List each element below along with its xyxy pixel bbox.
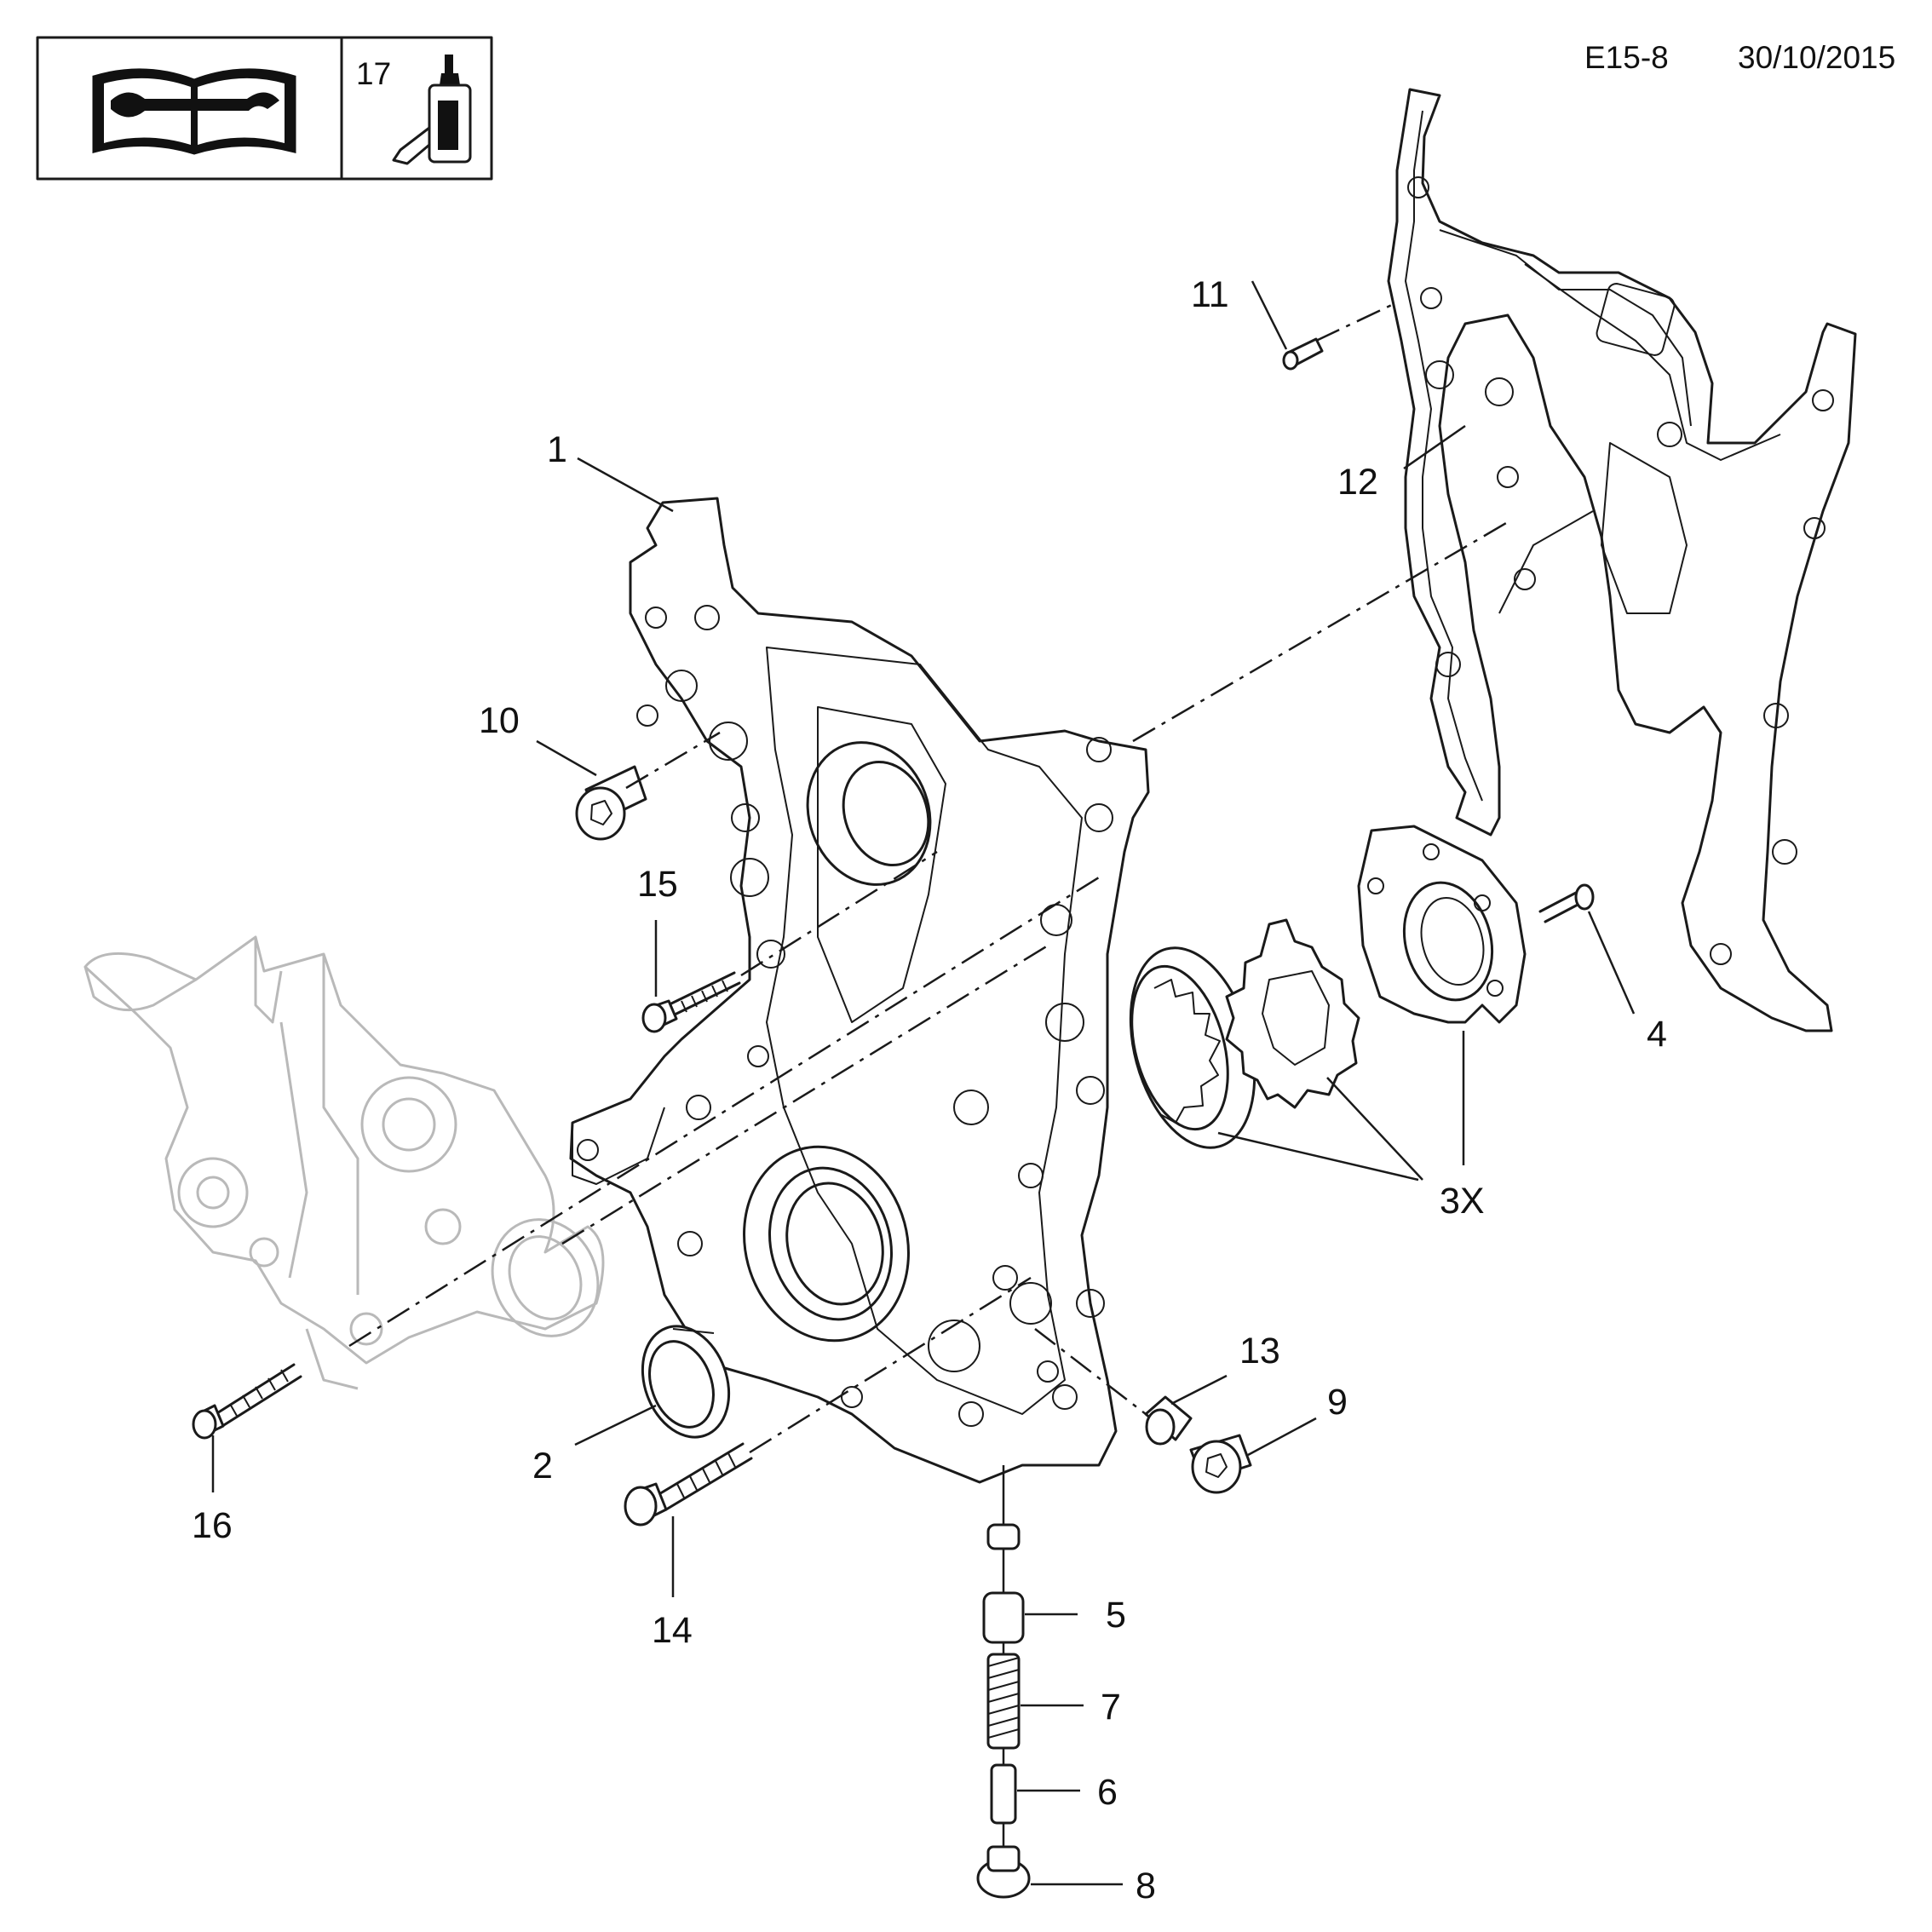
callout-12: 12 [1337, 462, 1378, 503]
reference-code: E15-8 [1584, 40, 1669, 75]
callout-7: 7 [1101, 1687, 1121, 1728]
timing-cover-housing [569, 497, 1150, 1484]
diagram-date: 30/10/2015 [1738, 40, 1895, 75]
callout-9: 9 [1327, 1382, 1348, 1423]
callout-10: 10 [479, 700, 520, 741]
pin-6 [990, 1763, 1017, 1825]
bolt-14 [624, 1442, 753, 1527]
ghost-water-pump-housing [83, 935, 605, 1390]
sealant-bottle-icon [392, 55, 472, 165]
timing-cover-gasket [1387, 88, 1857, 1032]
repair-manual-wrench-icon [92, 68, 296, 155]
spring-7 [986, 1653, 1021, 1750]
callout-4: 4 [1647, 1014, 1667, 1055]
callout-5: 5 [1106, 1595, 1126, 1636]
oil-pump-outer-rotor [1129, 946, 1256, 1149]
callout-labels: 1 2 3X 4 5 6 7 8 9 10 11 12 13 14 15 16 [192, 274, 1667, 1906]
callout-15: 15 [637, 864, 678, 905]
callout-14: 14 [652, 1610, 693, 1651]
callout-3x: 3X [1440, 1181, 1485, 1222]
callout-6: 6 [1097, 1772, 1118, 1813]
callout-11: 11 [1191, 274, 1229, 315]
crankshaft-seal-2 [641, 1325, 731, 1439]
relief-valve-stack [976, 1486, 1031, 1899]
plug-8 [976, 1845, 1031, 1899]
bolt-15 [641, 971, 741, 1033]
callout-16: 16 [192, 1505, 233, 1546]
oil-pump-cover [1357, 825, 1527, 1024]
note-number-17: 17 [356, 56, 391, 91]
dowel-pin-11 [1282, 337, 1324, 371]
piston-5 [982, 1591, 1025, 1644]
bolt-4 [1538, 883, 1595, 923]
callout-1: 1 [547, 429, 567, 470]
callout-leaders [211, 280, 1636, 1886]
callout-8: 8 [1136, 1866, 1156, 1906]
callout-13: 13 [1239, 1331, 1280, 1371]
bolt-16 [192, 1363, 302, 1440]
header-legend-box: 17 [36, 36, 493, 181]
assembly-lines [348, 301, 1513, 1486]
sleeve-13 [1144, 1395, 1193, 1446]
oil-pump-inner-rotor [1225, 918, 1360, 1109]
callout-2: 2 [532, 1446, 553, 1486]
plug-screw-9 [1189, 1434, 1252, 1494]
plug-screw-10 [575, 765, 647, 841]
